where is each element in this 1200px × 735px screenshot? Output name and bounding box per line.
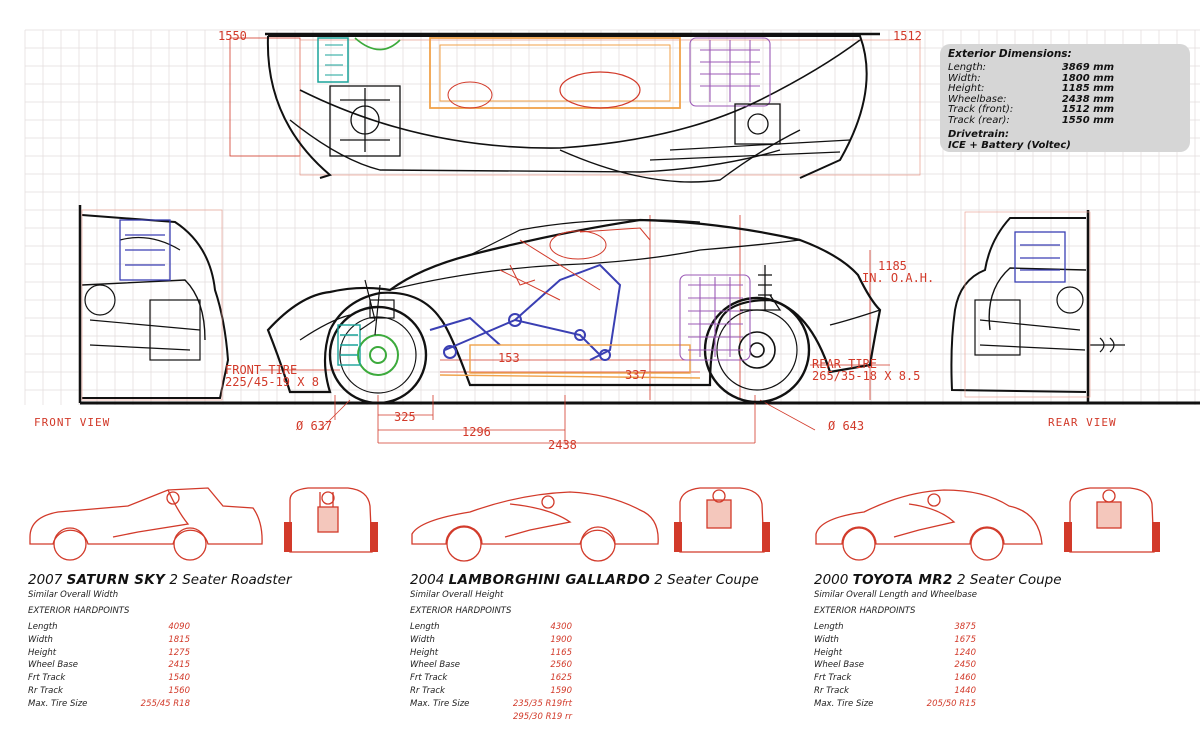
dim-height-note: IN. O.A.H. [862,271,934,285]
saturn-sky-title: 2007 SATURN SKY 2 Seater Roadster [28,572,292,588]
drivetrain-value: ICE + Battery (Voltec) [948,139,1071,151]
rear-view [950,211,1125,398]
hardpoint-row-extra: 295/30 R19 rr [512,711,572,722]
front-diameter: Ø 637 [296,419,332,433]
blueprint-drawing: 1550 1512 1185 IN. O.A.H. FRONT TIRE 225… [24,29,1200,452]
front-tire-label: FRONT TIRE [225,363,297,377]
front-view-label: FRONT VIEW [34,416,110,429]
front-view [81,209,230,401]
spec-row: Track (rear):1550 mm [948,114,1114,126]
gallardo-silhouette [411,487,770,562]
dim-337: 337 [625,368,647,382]
gallardo-title: 2004 LAMBORGHINI GALLARDO 2 Seater Coupe [410,572,759,588]
spec-row: Wheelbase:2438 mm [948,93,1114,105]
exterior-dimensions-box: Exterior Dimensions: Length:3869 mm Widt… [940,44,1190,152]
gallardo-subtitle: Similar Overall Height [410,590,504,600]
rear-view-label: REAR VIEW [1048,416,1117,429]
drivetrain-label: Drivetrain: [948,128,1009,140]
comparison-toyota-mr2: 2000 TOYOTA MR2 2 Seater Coupe Similar O… [814,482,1200,732]
saturn-sky-subtitle: Similar Overall Width [28,590,119,600]
mr2-silhouette [815,487,1160,561]
dim-1296: 1296 [462,425,491,439]
dim-153: 153 [498,351,520,365]
dim-2438: 2438 [548,438,577,452]
saturn-sky-silhouette [29,487,378,561]
dim-1550: 1550 [218,29,247,43]
spec-row: Length:3869 mm [948,62,1114,73]
dim-325: 325 [394,410,416,424]
mr2-title: 2000 TOYOTA MR2 2 Seater Coupe [814,572,1062,588]
rear-diameter: Ø 643 [828,419,864,433]
spec-title: Exterior Dimensions: [948,48,1072,60]
dim-height: 1185 [878,259,907,273]
mr2-subtitle: Similar Overall Length and Wheelbase [814,590,977,600]
comparison-saturn-sky: 2007 SATURN SKY 2 Seater Roadster Simila… [28,482,418,732]
spec-row: Width:1800 mm [948,72,1114,84]
mr2-hardpoints-header: EXTERIOR HARDPOINTS [814,606,916,616]
side-view [260,215,890,444]
saturn-sky-hardpoints-header: EXTERIOR HARDPOINTS [28,606,130,616]
engine [679,274,751,361]
front-tire-size: 225/45-19 X 8 [225,375,319,389]
top-view [229,35,921,183]
gallardo-hardpoints-header: EXTERIOR HARDPOINTS [410,606,512,616]
spec-row: Height:1185 mm [948,83,1114,95]
comparison-lamborghini-gallardo: 2004 LAMBORGHINI GALLARDO 2 Seater Coupe… [410,482,800,732]
rear-tire-label: REAR TIRE [812,357,877,371]
dim-1512: 1512 [893,29,922,43]
rear-tire-size: 265/35-18 X 8.5 [812,369,920,383]
spec-row: Track (front):1512 mm [948,104,1114,116]
